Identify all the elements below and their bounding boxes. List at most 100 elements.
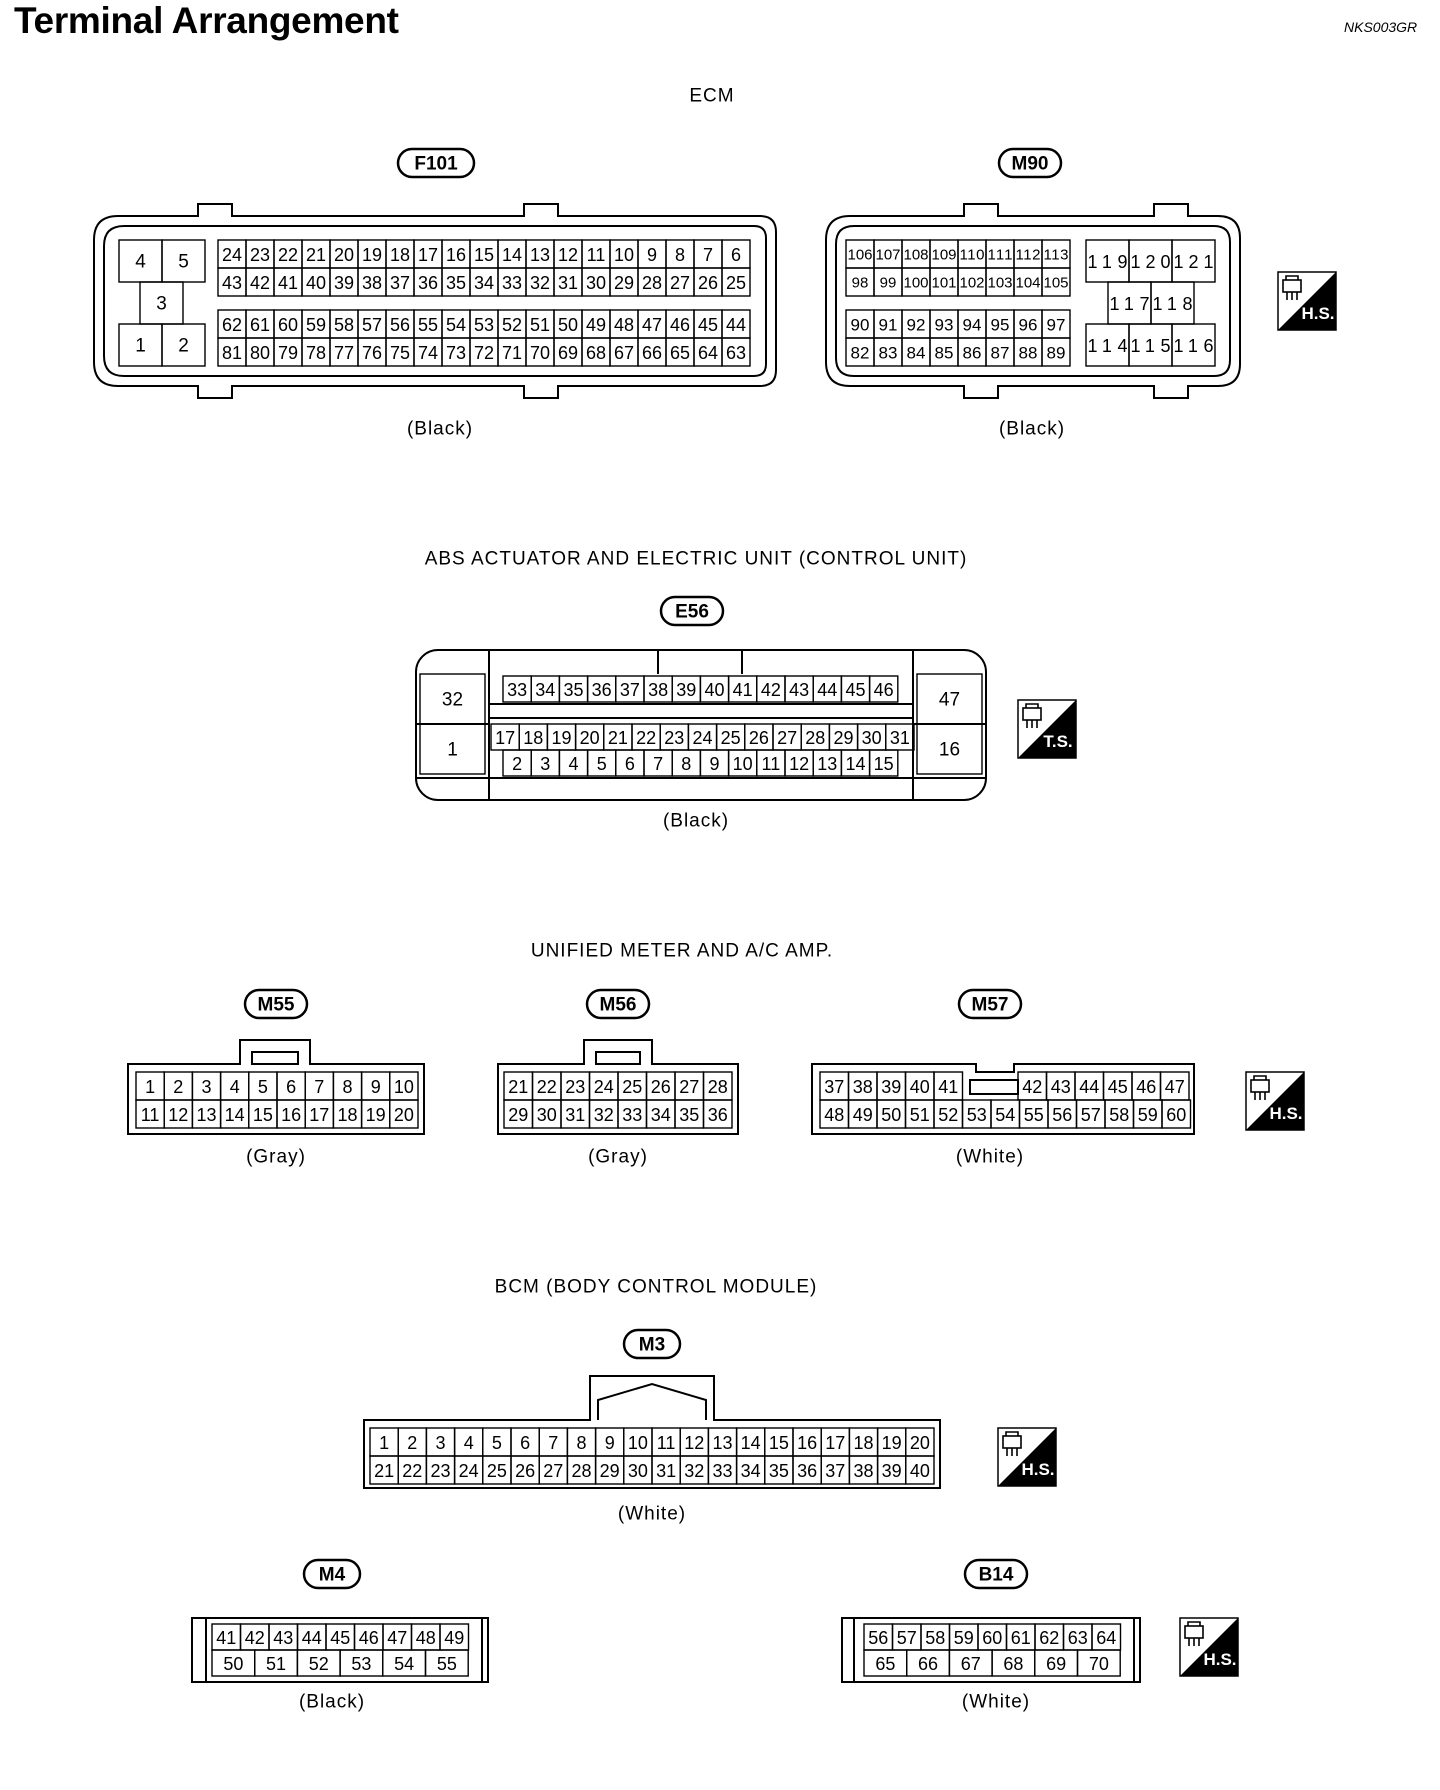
terminal-number: 28: [805, 728, 825, 748]
terminal-number: 52: [938, 1105, 958, 1125]
terminal-number: 119: [1088, 252, 1128, 272]
terminal-number: 38: [853, 1461, 873, 1481]
terminal-number: 112: [1016, 247, 1041, 264]
terminal-cell: [868, 749, 899, 777]
terminal-number: 23: [250, 245, 270, 265]
terminal-number: 10: [733, 754, 753, 774]
terminal-number: 7: [314, 1077, 324, 1097]
terminal-cell: [419, 723, 486, 775]
harness-badge-icon: T.S.: [1017, 699, 1077, 759]
terminal-number: 32: [530, 273, 550, 293]
connector-color-label: (Black): [663, 811, 729, 832]
connector-id-label: B14: [979, 1565, 1014, 1586]
terminal-cell: [916, 723, 983, 775]
terminal-number: 13: [817, 754, 837, 774]
terminal-number: 42: [761, 680, 781, 700]
terminal-number: 54: [394, 1654, 414, 1674]
terminal-number: 79: [278, 343, 298, 363]
terminal-number: 110: [960, 247, 985, 264]
terminal-number: 61: [1011, 1628, 1031, 1648]
terminal-number: 95: [991, 316, 1010, 335]
terminal-number: 50: [881, 1105, 901, 1125]
terminal-number: 38: [853, 1077, 873, 1097]
terminal-number: 59: [954, 1628, 974, 1648]
terminal-number: 45: [1108, 1077, 1128, 1097]
terminal-number: 84: [907, 344, 926, 363]
terminal-number: 11: [657, 1433, 676, 1453]
terminal-cell: [905, 1455, 935, 1485]
terminal-number: 18: [390, 245, 410, 265]
terminal-number: 9: [647, 245, 657, 265]
terminal-number: 42: [1022, 1077, 1042, 1097]
terminal-number: 59: [306, 315, 326, 335]
terminal-number: 39: [334, 273, 354, 293]
section-title: ECM: [689, 86, 734, 107]
terminal-number: 49: [586, 315, 606, 335]
terminal-number: 29: [833, 728, 853, 748]
badge-label: H.S.: [1301, 304, 1334, 323]
terminal-number: 89: [1047, 344, 1066, 363]
terminal-number: 33: [712, 1461, 732, 1481]
terminal-number: 6: [731, 245, 741, 265]
connector-color-label: (Black): [407, 419, 473, 440]
terminal-number: 8: [681, 754, 691, 774]
terminal-number: 35: [563, 680, 583, 700]
terminal-number: 104: [1016, 275, 1041, 292]
terminal-cell: [161, 323, 206, 367]
terminal-number: 29: [508, 1105, 528, 1125]
terminal-number: 18: [337, 1105, 357, 1125]
terminal-number: 4: [230, 1077, 240, 1097]
connector-plug-icon: [1022, 703, 1042, 728]
terminal-number: 57: [1081, 1105, 1101, 1125]
terminal-number: 38: [648, 680, 668, 700]
terminal-cell: [1041, 267, 1071, 297]
terminal-number: 14: [741, 1433, 761, 1453]
terminal-number: 85: [935, 344, 954, 363]
terminal-number: 13: [196, 1105, 216, 1125]
terminal-number: 80: [250, 343, 270, 363]
terminal-number: 92: [907, 316, 926, 335]
terminal-number: 56: [390, 315, 410, 335]
terminal-number: 101: [932, 275, 957, 292]
terminal-number: 58: [925, 1628, 945, 1648]
terminal-number: 56: [1052, 1105, 1072, 1125]
terminal-number: 9: [605, 1433, 615, 1453]
terminal-number: 52: [309, 1654, 329, 1674]
terminal-number: 9: [709, 754, 719, 774]
terminal-number: 15: [253, 1105, 273, 1125]
terminal-number: 55: [1024, 1105, 1044, 1125]
terminal-number: 37: [620, 680, 640, 700]
terminal-number: 28: [642, 273, 662, 293]
terminal-number: 47: [642, 315, 662, 335]
terminal-number: 10: [614, 245, 634, 265]
page-title: Terminal Arrangement: [14, 0, 399, 41]
terminal-number: 12: [789, 754, 809, 774]
terminal-number: 76: [362, 343, 382, 363]
terminal-number: 109: [932, 247, 957, 264]
terminal-number: 37: [824, 1077, 844, 1097]
terminal-number: 19: [362, 245, 382, 265]
terminal-number: 46: [1136, 1077, 1156, 1097]
terminal-number: 36: [708, 1105, 728, 1125]
f101-housing-outer: [93, 203, 777, 399]
terminal-number: 29: [614, 273, 634, 293]
terminal-number: 62: [1039, 1628, 1059, 1648]
connector-plug-icon: [1002, 1431, 1022, 1456]
terminal-number: 36: [418, 273, 438, 293]
terminal-number: 6: [625, 754, 635, 774]
terminal-number: 91: [879, 316, 898, 335]
terminal-number: 116: [1174, 336, 1214, 356]
terminal-number: 20: [910, 1433, 930, 1453]
terminal-number: 102: [960, 275, 985, 292]
terminal-number: 21: [508, 1077, 528, 1097]
connector-color-label: (Black): [299, 1692, 365, 1713]
terminal-number: 16: [446, 245, 466, 265]
terminal-number: 57: [362, 315, 382, 335]
terminal-number: 59: [1138, 1105, 1158, 1125]
terminal-number: 53: [967, 1105, 987, 1125]
terminal-cell: [1076, 1649, 1121, 1677]
terminal-cell: [424, 1649, 469, 1677]
terminal-number: 81: [222, 343, 242, 363]
terminal-cell: [389, 1099, 419, 1129]
connector-id-label: M4: [319, 1565, 346, 1586]
